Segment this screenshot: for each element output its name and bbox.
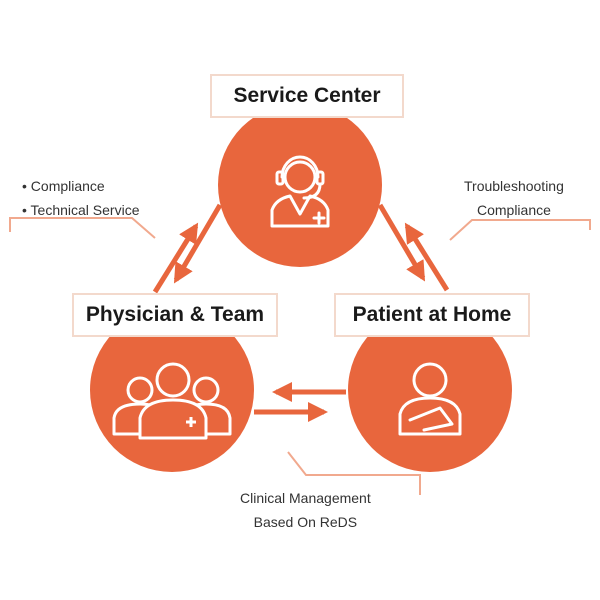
callout-line-bottom	[287, 451, 421, 495]
physician-team-label: Physician & Team	[72, 293, 278, 337]
patient-icon	[398, 362, 462, 436]
patient-home-label: Patient at Home	[334, 293, 530, 337]
arrow-service-to-physician	[173, 203, 223, 284]
note-right-line-1: Troubleshooting	[464, 178, 564, 194]
note-left-line-2: • Technical Service	[22, 202, 140, 218]
arrow-physician-to-service	[152, 222, 199, 294]
callout-line-left	[9, 217, 156, 239]
arrow-patient-to-service	[404, 222, 450, 292]
callout-line-right	[449, 219, 591, 241]
note-left: • Compliance • Technical Service	[22, 174, 139, 222]
service-center-circle	[218, 103, 382, 267]
patient-home-circle	[348, 308, 512, 472]
note-right-line-2: Compliance	[476, 202, 551, 218]
headset-agent-icon	[270, 155, 330, 228]
service-center-label: Service Center	[210, 74, 404, 118]
note-bottom-line-2: Based On ReDS	[253, 514, 358, 530]
note-bottom: Clinical Management Based On ReDS	[240, 486, 371, 534]
medical-team-icon	[112, 362, 232, 440]
note-left-line-1: • Compliance	[22, 178, 105, 194]
note-right: Troubleshooting Compliance	[464, 174, 564, 222]
note-bottom-line-1: Clinical Management	[240, 490, 371, 506]
arrow-service-to-patient	[377, 203, 426, 282]
